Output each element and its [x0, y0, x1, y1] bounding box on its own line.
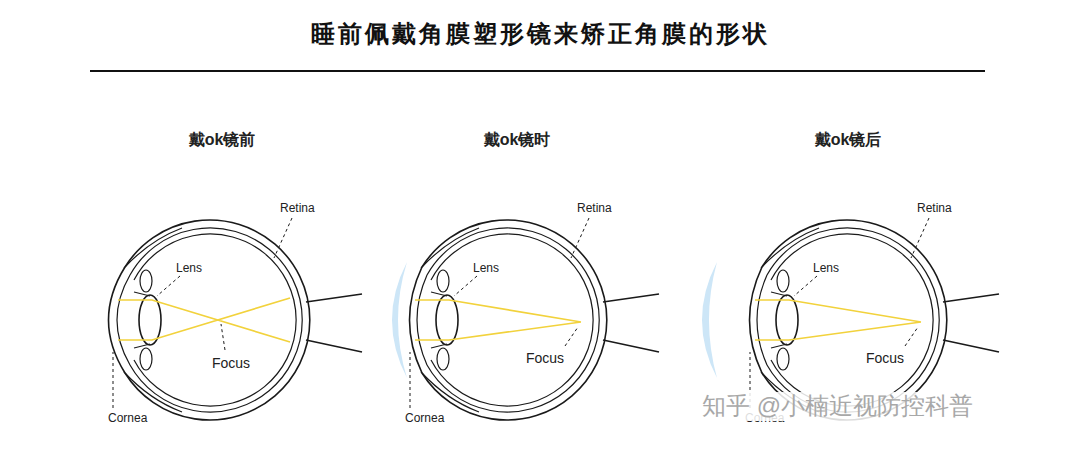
diagram-title: 睡前佩戴角膜塑形镜来矫正角膜的形状: [311, 20, 770, 49]
watermark: 知乎 @小楠近视防控科普: [700, 392, 975, 421]
part-name: Focus: [212, 355, 250, 372]
ok-lens: [702, 262, 717, 378]
part-name: Focus: [866, 350, 904, 367]
part-name: Lens: [176, 261, 202, 275]
part-name: Lens: [473, 261, 499, 275]
panel-heading: 戴ok镜时: [484, 130, 551, 149]
eye-before: [109, 218, 363, 420]
title-rule: [90, 70, 985, 72]
part-name: Retina: [577, 201, 612, 215]
part-name: Cornea: [108, 411, 147, 425]
part-name: Retina: [917, 201, 952, 215]
eye-after: [750, 218, 1000, 420]
part-name: Focus: [526, 350, 564, 367]
ok-lens: [392, 262, 407, 378]
panel-heading: 戴ok镜前: [189, 130, 256, 149]
part-name: Lens: [813, 261, 839, 275]
panel-heading: 戴ok镜后: [815, 130, 882, 149]
part-name: Retina: [280, 201, 315, 215]
eye-during: [410, 218, 660, 420]
part-name: Cornea: [405, 411, 444, 425]
